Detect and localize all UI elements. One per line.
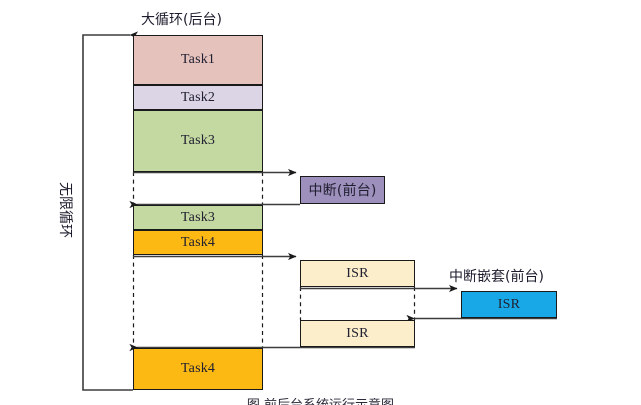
task-box-task1[interactable]: Task1	[133, 35, 263, 85]
interrupt-foreground-box[interactable]: 中断(前台)	[300, 176, 385, 204]
isr-box-nested[interactable]: ISR	[461, 291, 557, 318]
task-box-task4-resumed[interactable]: Task4	[133, 348, 263, 390]
isr-box-top[interactable]: ISR	[300, 260, 415, 287]
isr-box-bottom[interactable]: ISR	[300, 320, 415, 347]
isr-gap-dashes	[299, 287, 416, 320]
task-box-task2[interactable]: Task2	[133, 85, 263, 110]
task-box-task3-resumed[interactable]: Task3	[133, 205, 263, 230]
nested-interrupt-label: 中断嵌套(前台)	[449, 269, 544, 285]
task-box-task3-first[interactable]: Task3	[133, 110, 263, 172]
infinite-loop-bracket	[82, 31, 138, 391]
timeline-dashes	[132, 172, 264, 348]
task-box-task4-first[interactable]: Task4	[133, 230, 263, 255]
infinite-loop-label: 无限循环	[57, 182, 73, 238]
main-loop-title: 大循环(后台)	[141, 12, 222, 28]
figure-caption: 图 前后台系统运行示意图	[0, 398, 641, 405]
